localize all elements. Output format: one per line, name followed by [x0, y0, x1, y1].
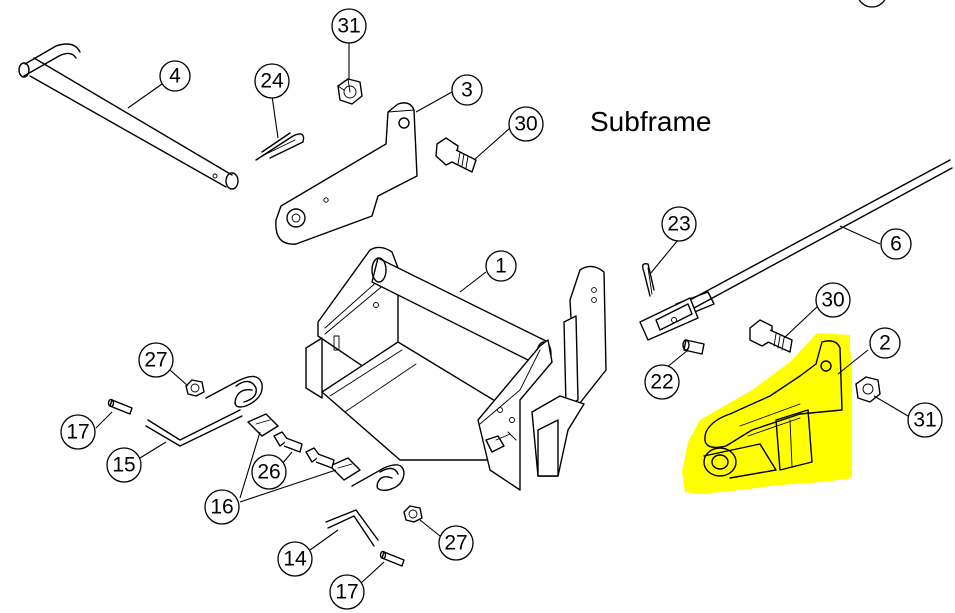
- svg-text:30: 30: [821, 289, 844, 312]
- callout-24: 24: [254, 63, 290, 99]
- part-17-pin-left: [107, 398, 133, 415]
- part-30-bolt-top: [435, 137, 477, 173]
- part-30-bolt-right: [749, 319, 793, 353]
- clevis-bracket: [639, 297, 699, 341]
- part-27-nut-bottom: [403, 505, 423, 523]
- svg-text:3: 3: [461, 79, 473, 102]
- svg-text:30: 30: [514, 113, 537, 136]
- svg-text:1: 1: [495, 255, 507, 278]
- part-14-spring: [325, 464, 405, 547]
- svg-text:23: 23: [667, 213, 690, 236]
- svg-text:2: 2: [879, 332, 891, 355]
- highlight-part-2: [682, 333, 852, 494]
- part-31-nut-top: [337, 78, 363, 105]
- svg-text:17: 17: [335, 581, 358, 604]
- part-27-nut-left: [185, 379, 205, 397]
- callout-4: 4: [159, 60, 191, 92]
- part-24-clip: [255, 132, 305, 161]
- part-1-frame: [305, 246, 607, 491]
- callout-3: 3: [451, 74, 483, 106]
- part-26-bolt-a: [273, 431, 303, 453]
- callout-27-bottom: 27: [438, 525, 474, 561]
- svg-text:6: 6: [890, 233, 902, 256]
- svg-text:27: 27: [144, 349, 167, 372]
- svg-text:27: 27: [444, 532, 467, 555]
- part-16-clamp-upper: [247, 413, 279, 437]
- part-31-nut-right: [855, 376, 881, 403]
- svg-text:14: 14: [283, 548, 307, 571]
- callout-partial-top-right: [858, 0, 886, 8]
- callout-17-left: 17: [60, 414, 96, 450]
- part-16-clamp-lower: [329, 457, 361, 481]
- svg-text:26: 26: [257, 461, 280, 484]
- svg-text:31: 31: [913, 409, 936, 432]
- svg-text:4: 4: [169, 65, 181, 88]
- callout-31-top: 31: [331, 8, 367, 44]
- svg-text:17: 17: [66, 421, 89, 444]
- svg-text:15: 15: [112, 454, 135, 477]
- svg-text:16: 16: [210, 496, 233, 519]
- callout-30-right: 30: [815, 282, 851, 318]
- callout-31-right: 31: [907, 402, 943, 438]
- part-17-pin-bottom: [379, 550, 405, 567]
- svg-text:31: 31: [337, 15, 360, 38]
- svg-text:22: 22: [650, 371, 673, 394]
- callout-1: 1: [485, 250, 517, 282]
- callout-2: 2: [869, 327, 901, 359]
- part-2-bracket: [703, 340, 843, 479]
- callout-17-bottom: 17: [329, 574, 365, 610]
- callout-30-top: 30: [508, 106, 544, 142]
- part-23-clip: [641, 262, 655, 297]
- callout-14: 14: [277, 541, 313, 577]
- callout-23: 23: [661, 206, 697, 242]
- part-26-bolt-b: [305, 447, 335, 469]
- callout-16: 16: [204, 489, 240, 525]
- callout-26: 26: [251, 454, 287, 490]
- callout-27-left: 27: [138, 342, 174, 378]
- svg-text:24: 24: [260, 70, 284, 93]
- part-22-pin: [682, 339, 705, 355]
- part-3-plate: [275, 102, 418, 245]
- callout-6: 6: [880, 228, 912, 260]
- part-15-spring: [145, 375, 263, 447]
- diagram-title: Subframe: [590, 106, 711, 137]
- callout-15: 15: [106, 447, 142, 483]
- leader-lines: [95, 43, 909, 585]
- part-4-pin: [18, 43, 239, 190]
- callout-22: 22: [644, 364, 680, 400]
